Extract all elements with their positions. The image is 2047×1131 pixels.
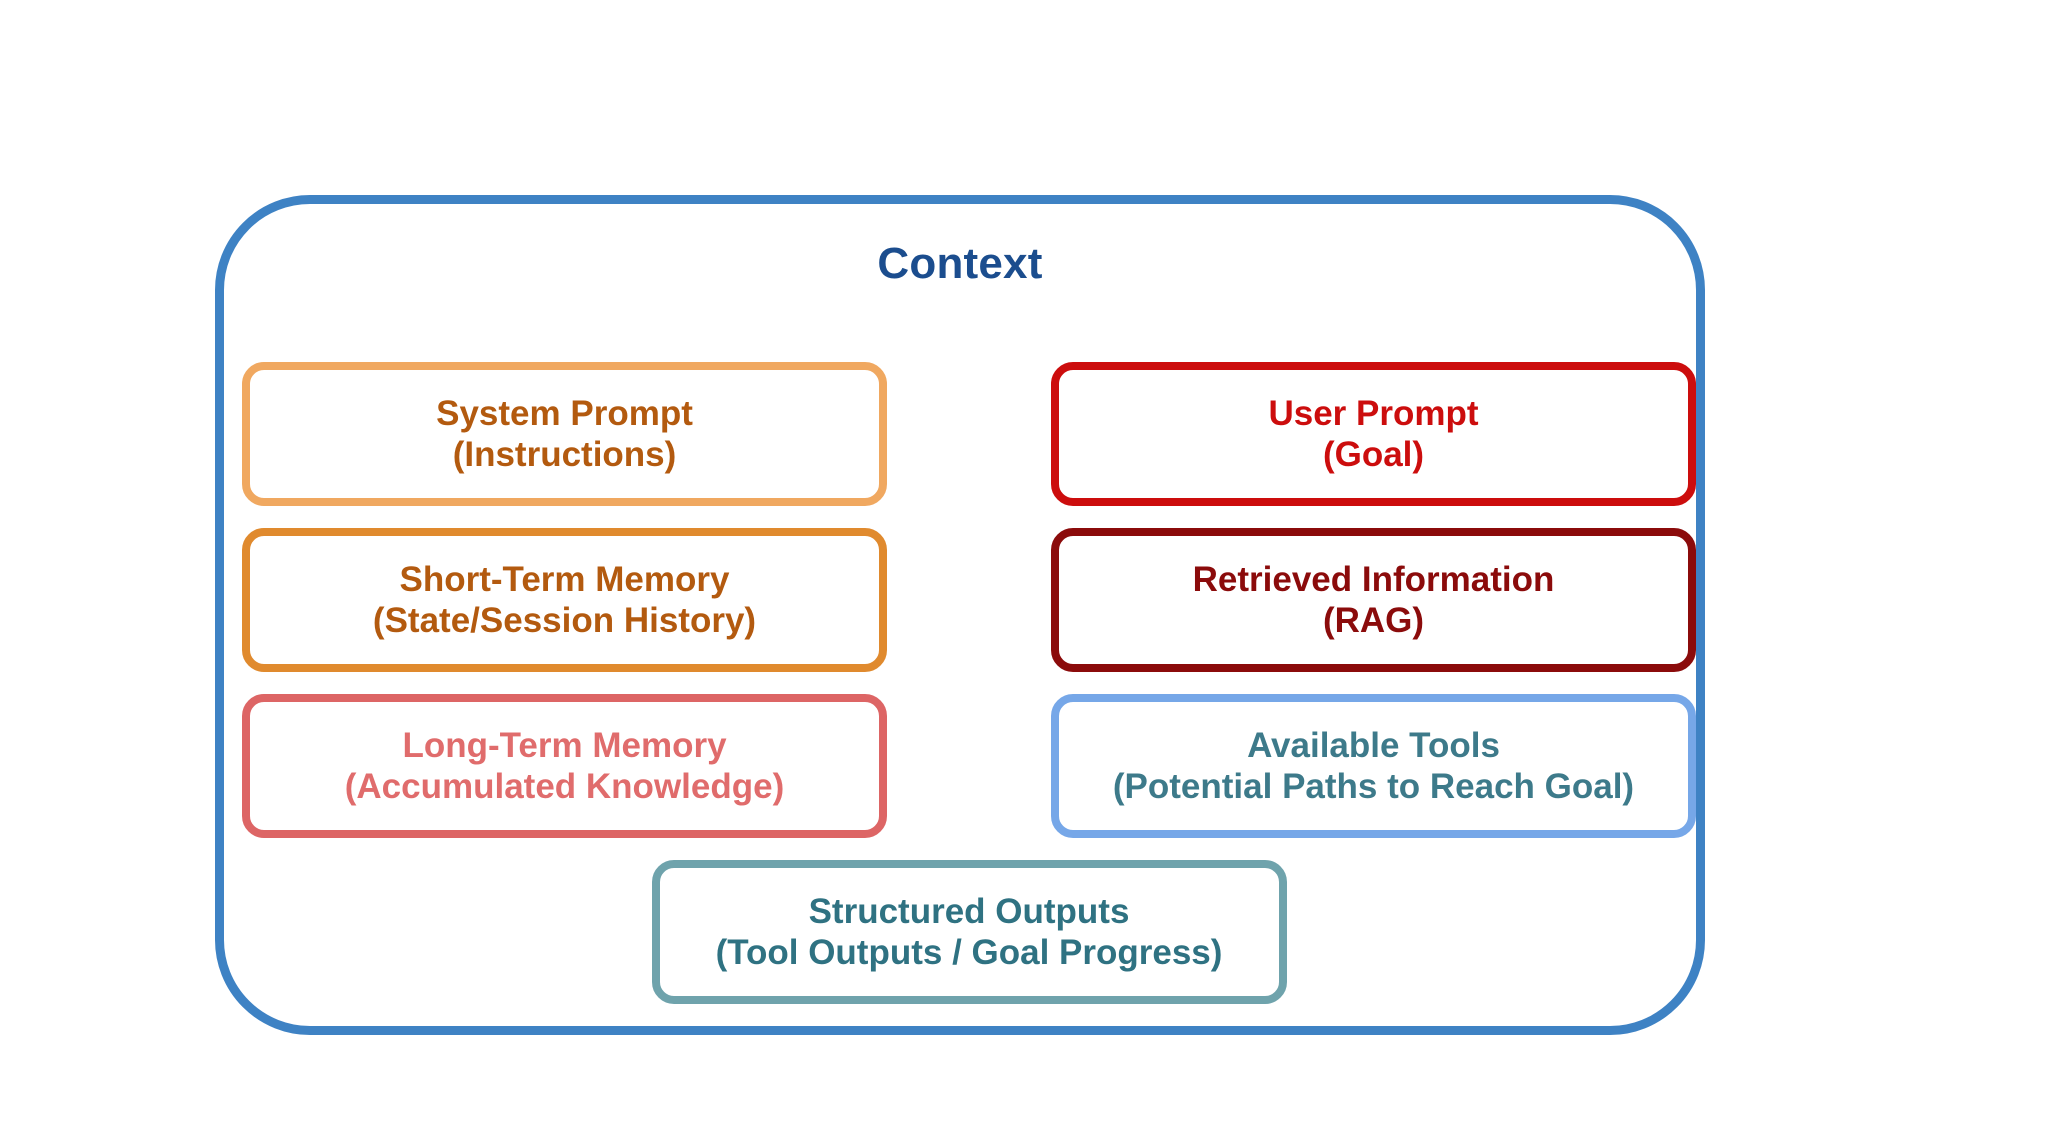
box-system-prompt[interactable]: System Prompt (Instructions) bbox=[242, 362, 887, 506]
box-structured-outputs-line1: Structured Outputs bbox=[808, 891, 1130, 931]
box-user-prompt-line1: User Prompt bbox=[1268, 393, 1479, 433]
box-row-2: Short-Term Memory (State/Session History… bbox=[242, 528, 1696, 672]
box-long-term-memory[interactable]: Long-Term Memory (Accumulated Knowledge) bbox=[242, 694, 887, 838]
box-available-tools[interactable]: Available Tools (Potential Paths to Reac… bbox=[1051, 694, 1696, 838]
context-container: Context System Prompt (Instructions) Use… bbox=[215, 195, 1705, 1035]
box-structured-outputs-line2: (Tool Outputs / Goal Progress) bbox=[715, 933, 1223, 972]
box-retrieved-information[interactable]: Retrieved Information (RAG) bbox=[1051, 528, 1696, 672]
box-available-tools-line1: Available Tools bbox=[1247, 725, 1500, 765]
box-user-prompt[interactable]: User Prompt (Goal) bbox=[1051, 362, 1696, 506]
box-row-1: System Prompt (Instructions) User Prompt… bbox=[242, 362, 1696, 506]
box-short-term-memory-line1: Short-Term Memory bbox=[399, 559, 730, 599]
context-title: Context bbox=[877, 239, 1043, 288]
component-box-grid: System Prompt (Instructions) User Prompt… bbox=[242, 362, 1696, 1026]
box-system-prompt-line2: (Instructions) bbox=[452, 435, 677, 474]
box-available-tools-line2: (Potential Paths to Reach Goal) bbox=[1112, 767, 1635, 806]
box-retrieved-information-line1: Retrieved Information bbox=[1192, 559, 1555, 599]
box-row-4: Structured Outputs (Tool Outputs / Goal … bbox=[242, 860, 1696, 1004]
box-row-3: Long-Term Memory (Accumulated Knowledge)… bbox=[242, 694, 1696, 838]
box-long-term-memory-line1: Long-Term Memory bbox=[402, 725, 727, 765]
box-structured-outputs[interactable]: Structured Outputs (Tool Outputs / Goal … bbox=[651, 860, 1287, 1004]
box-short-term-memory[interactable]: Short-Term Memory (State/Session History… bbox=[242, 528, 887, 672]
box-user-prompt-line2: (Goal) bbox=[1322, 435, 1425, 474]
box-system-prompt-line1: System Prompt bbox=[436, 393, 693, 433]
box-retrieved-information-line2: (RAG) bbox=[1322, 601, 1425, 640]
box-long-term-memory-line2: (Accumulated Knowledge) bbox=[344, 767, 785, 806]
box-short-term-memory-line2: (State/Session History) bbox=[372, 601, 757, 640]
